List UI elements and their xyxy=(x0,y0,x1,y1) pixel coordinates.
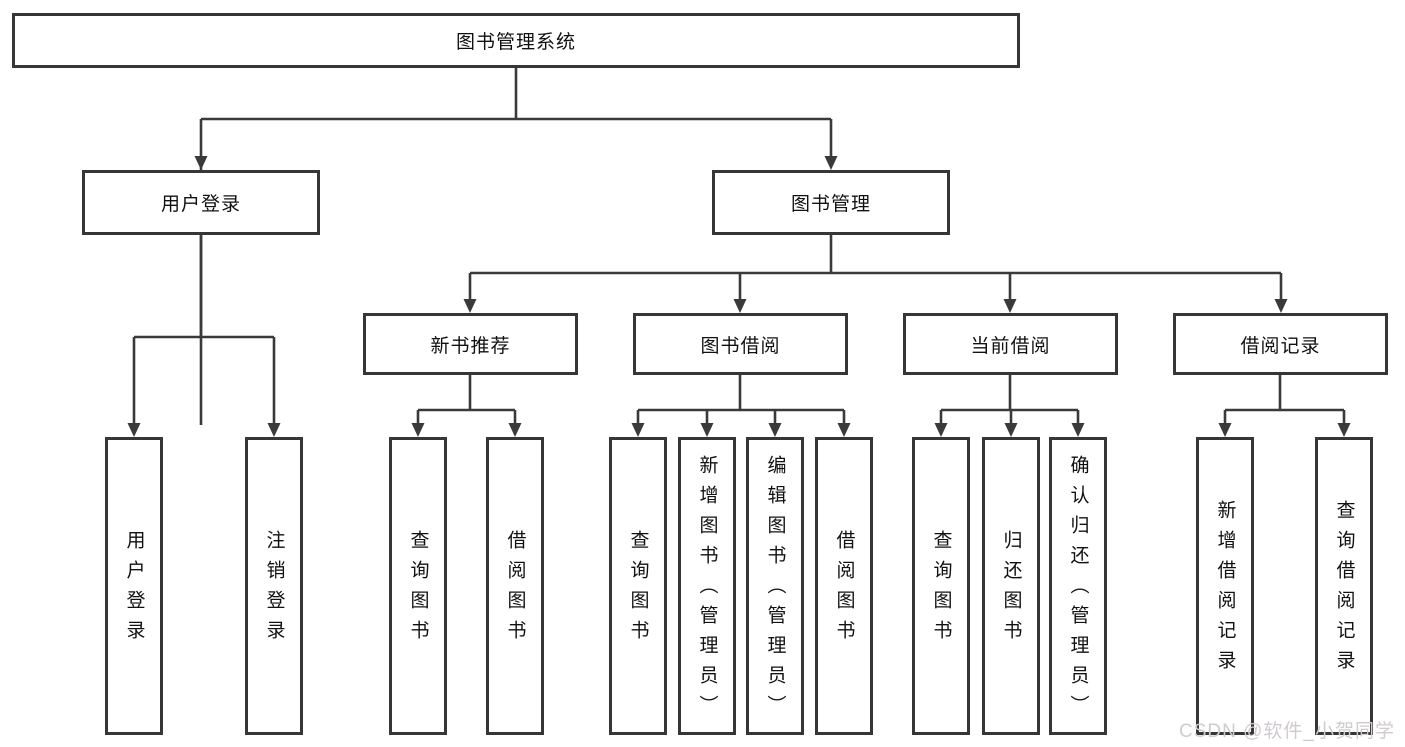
leaf-user-login: 用户登录 xyxy=(105,437,163,735)
node-user-login: 用户登录 xyxy=(82,170,320,235)
node-system-root: 图书管理系统 xyxy=(12,13,1020,68)
leaf-query-books: 查询图书 xyxy=(389,437,447,735)
csdn-watermark: CSDN @软件_小贺同学 xyxy=(1179,721,1395,742)
leaf-add-borrow-record: 新增借阅记录 xyxy=(1196,437,1254,735)
node-book-borrowing: 图书借阅 xyxy=(633,313,848,375)
leaf-query-borrow-record: 查询借阅记录 xyxy=(1315,437,1373,735)
leaf-confirm-return-admin: 确认归还（管理员） xyxy=(1049,437,1107,735)
node-book-management: 图书管理 xyxy=(712,170,950,235)
leaf-logout: 注销登录 xyxy=(245,437,303,735)
leaf-add-books-admin: 新增图书（管理员） xyxy=(678,437,736,735)
node-borrow-records: 借阅记录 xyxy=(1173,313,1388,375)
leaf-query-books: 查询图书 xyxy=(912,437,970,735)
leaf-return-books: 归还图书 xyxy=(982,437,1040,735)
arrowhead-icons xyxy=(127,156,1351,437)
leaf-query-books: 查询图书 xyxy=(609,437,667,735)
node-new-book-recommend: 新书推荐 xyxy=(363,313,578,375)
leaf-borrow-books: 借阅图书 xyxy=(815,437,873,735)
node-current-borrowing: 当前借阅 xyxy=(903,313,1118,375)
leaf-edit-books-admin: 编辑图书（管理员） xyxy=(746,437,804,735)
leaf-borrow-books: 借阅图书 xyxy=(486,437,544,735)
